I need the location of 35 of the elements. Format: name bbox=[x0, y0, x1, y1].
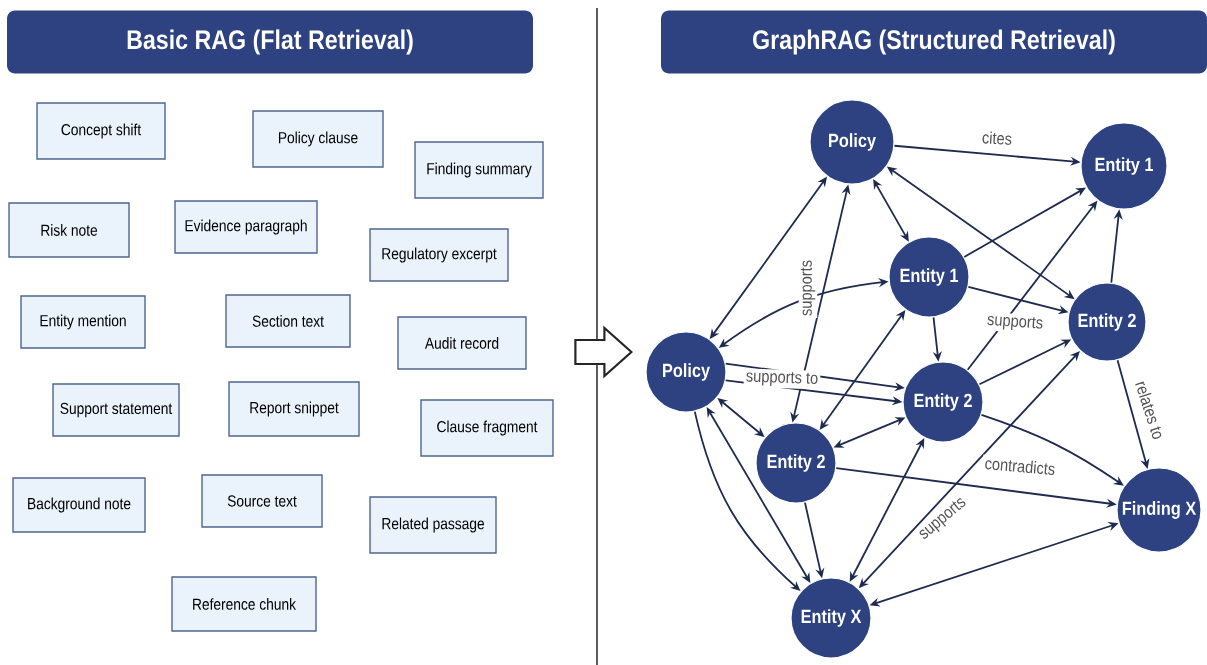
arrow bbox=[706, 407, 811, 583]
entity-node: Entity X bbox=[790, 577, 872, 659]
text-chunk-box: Audit record bbox=[397, 316, 527, 370]
edge-label: supports bbox=[984, 311, 1046, 335]
entity-node: Entity 2 bbox=[755, 422, 837, 504]
text-chunk-box: Finding summary bbox=[414, 141, 544, 199]
edge-label: relates to bbox=[1132, 376, 1168, 444]
edge-label: cites bbox=[979, 128, 1015, 148]
text-chunk-box: Background note bbox=[12, 477, 146, 533]
entity-node: Finding X bbox=[1116, 467, 1202, 553]
arrow bbox=[819, 310, 906, 430]
entity-node: Entity 1 bbox=[888, 236, 970, 318]
text-chunk-box: Evidence paragraph bbox=[174, 200, 318, 254]
entity-node: Entity 2 bbox=[1067, 282, 1147, 362]
text-chunk-box: Report snippet bbox=[228, 381, 360, 437]
text-chunk-box: Risk note bbox=[8, 202, 130, 258]
edge-label: supports to bbox=[743, 368, 821, 390]
text-chunk-box: Policy clause bbox=[252, 110, 384, 168]
entity-node: Policy bbox=[645, 331, 727, 413]
header-banner: GraphRAG (Structured Retrieval) bbox=[661, 10, 1207, 74]
text-chunk-box: Related passage bbox=[369, 496, 497, 554]
text-chunk-box: Reference chunk bbox=[171, 576, 317, 632]
text-chunk-box: Regulatory excerpt bbox=[369, 228, 509, 282]
text-chunk-box: Support statement bbox=[52, 383, 180, 437]
text-chunk-box: Section text bbox=[225, 294, 351, 348]
text-chunk-box: Source text bbox=[201, 474, 323, 528]
edge-label: contradicts bbox=[982, 454, 1058, 478]
entity-node: Entity 2 bbox=[902, 361, 984, 443]
entity-node: Policy bbox=[809, 99, 895, 185]
text-chunk-box: Entity mention bbox=[20, 295, 146, 349]
text-chunk-box: Concept shift bbox=[36, 102, 166, 160]
entity-node: Entity 1 bbox=[1080, 122, 1168, 210]
header-banner: Basic RAG (Flat Retrieval) bbox=[7, 10, 533, 74]
arrow bbox=[980, 414, 1124, 486]
text-chunk-box: Clause fragment bbox=[420, 399, 554, 457]
